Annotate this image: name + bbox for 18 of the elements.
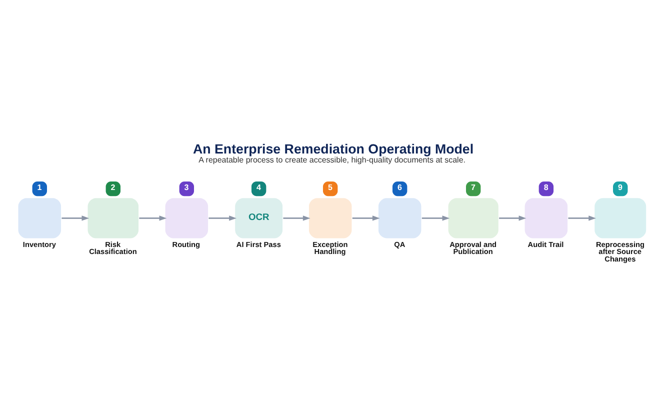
- node-label: Audit Trail: [528, 239, 564, 248]
- node-label: Exception Handling: [312, 239, 348, 256]
- node-label: AI First Pass: [236, 239, 281, 248]
- arrow: [499, 215, 526, 220]
- node-label: Reprocessing after Source Changes: [596, 239, 645, 263]
- node-label: Risk Classification: [89, 239, 137, 256]
- node-label: Approval and Publication: [450, 239, 497, 256]
- arrow: [352, 215, 380, 220]
- arrow: [568, 215, 596, 220]
- arrow: [283, 215, 310, 220]
- node-label: QA: [394, 239, 406, 248]
- diagram-title: An Enterprise Remediation Operating Model: [193, 140, 474, 156]
- arrow: [139, 215, 167, 220]
- node-label: Routing: [172, 239, 200, 248]
- arrow: [62, 215, 90, 220]
- arrow: [422, 215, 450, 220]
- arrow: [208, 215, 236, 220]
- node-label: Inventory: [22, 239, 56, 248]
